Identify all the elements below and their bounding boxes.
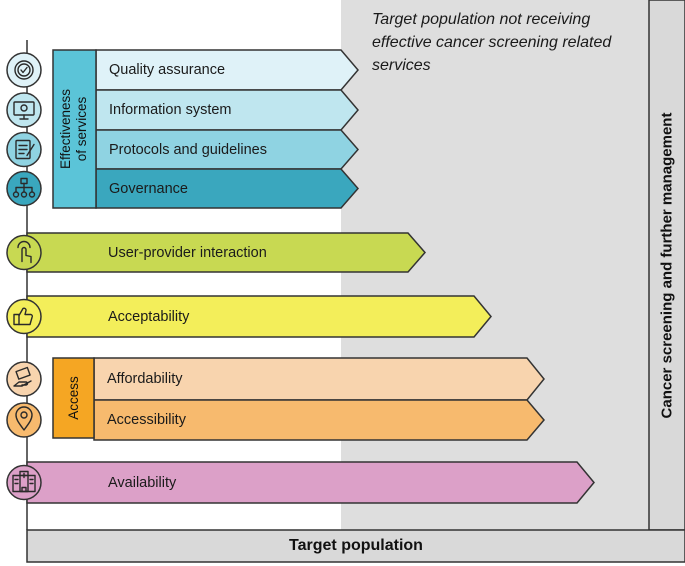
org-chart-icon xyxy=(6,170,42,207)
arrow-acceptability xyxy=(26,295,492,338)
access-group-box xyxy=(52,357,95,439)
row-label: User-provider interaction xyxy=(108,244,267,261)
unserved-population-note: Target population not receiving effectiv… xyxy=(372,11,612,74)
row-label: Accessibility xyxy=(107,412,186,428)
row-label: Affordability xyxy=(107,371,183,387)
row-label: Availability xyxy=(108,474,177,491)
side-label-container: Cancer screening and further management xyxy=(649,0,685,530)
bottom-bar xyxy=(26,529,685,563)
row-label: Quality assurance xyxy=(109,62,226,78)
row-label: Acceptability xyxy=(108,308,190,325)
effectiveness-group-label: Effectiveness of services xyxy=(58,88,90,170)
access-group-label-container: Access xyxy=(53,358,94,438)
clipboard-checklist-icon xyxy=(6,131,42,168)
quality-badge-icon xyxy=(6,52,42,88)
hospital-building-icon xyxy=(6,464,42,501)
thumbs-up-icon xyxy=(6,298,42,335)
row-label: Protocols and guidelines xyxy=(109,141,267,158)
access-group-label: Access xyxy=(65,376,81,420)
effectiveness-group-box xyxy=(52,49,97,209)
row-label: Information system xyxy=(109,102,232,118)
side-bar xyxy=(648,0,685,531)
side-label: Cancer screening and further management xyxy=(658,112,676,418)
computer-monitor-icon xyxy=(6,92,42,128)
money-hand-icon xyxy=(6,361,42,397)
target-population-label: Target population xyxy=(289,537,423,554)
row-label: Governance xyxy=(109,180,188,197)
location-pin-icon xyxy=(6,402,42,438)
touch-hand-icon xyxy=(6,234,42,271)
effectiveness-group-label-container: Effectiveness of services xyxy=(53,50,96,208)
